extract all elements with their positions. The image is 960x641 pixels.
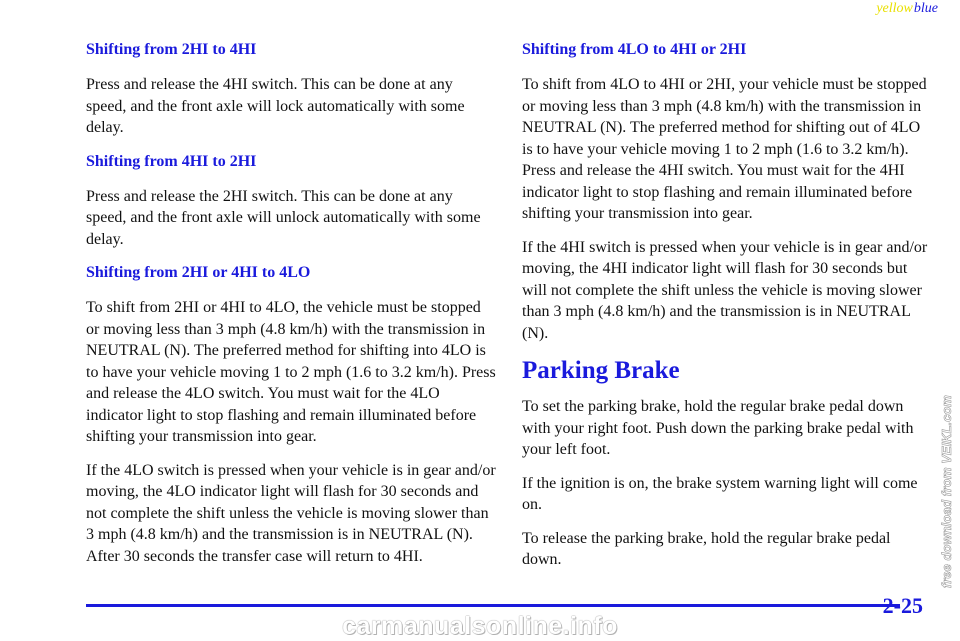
paragraph-parking-warning-light: If the ignition is on, the brake system … bbox=[522, 474, 918, 514]
paragraph-to-4lo-procedure: To shift from 2HI or 4HI to 4LO, the veh… bbox=[86, 299, 496, 445]
printer-mark-blue: blue bbox=[913, 1, 938, 16]
left-column: Shifting from 2HI to 4HI Press and relea… bbox=[86, 40, 496, 579]
heading-4lo-to-4hi: Shifting from 4LO to 4HI or 2HI bbox=[522, 41, 747, 58]
side-watermark-text: free download from VEIKL.com bbox=[939, 395, 954, 588]
heading-to-4lo: Shifting from 2HI or 4HI to 4LO bbox=[86, 264, 311, 281]
paragraph-2hi-to-4hi: Press and release the 4HI switch. This c… bbox=[86, 76, 465, 136]
heading-4hi-to-2hi: Shifting from 4HI to 2HI bbox=[86, 152, 257, 170]
heading-2hi-to-4hi: Shifting from 2HI to 4HI bbox=[86, 41, 257, 58]
bottom-watermark: carmanualsonline.info bbox=[342, 612, 618, 640]
paragraph-parking-set: To set the parking brake, hold the regul… bbox=[522, 398, 914, 458]
footer-rule bbox=[86, 604, 900, 607]
paragraph-to-4lo-warning: If the 4LO switch is pressed when your v… bbox=[86, 461, 496, 565]
paragraph-4lo-to-4hi-warning: If the 4HI switch is pressed when your v… bbox=[522, 238, 928, 342]
paragraph-parking-release: To release the parking brake, hold the r… bbox=[522, 529, 891, 569]
paragraph-4lo-to-4hi-procedure: To shift from 4LO to 4HI or 2HI, your ve… bbox=[522, 76, 927, 222]
heading-parking-brake: Parking Brake bbox=[522, 357, 680, 384]
paragraph-4hi-to-2hi: Press and release the 2HI switch. This c… bbox=[86, 187, 481, 248]
printer-color-mark: yellowblue bbox=[876, 1, 938, 17]
side-watermark: free download from VEIKL.com bbox=[939, 394, 955, 588]
printer-mark-yellow: yellow bbox=[876, 1, 913, 16]
right-column: Shifting from 4LO to 4HI or 2HI To shift… bbox=[522, 40, 932, 583]
